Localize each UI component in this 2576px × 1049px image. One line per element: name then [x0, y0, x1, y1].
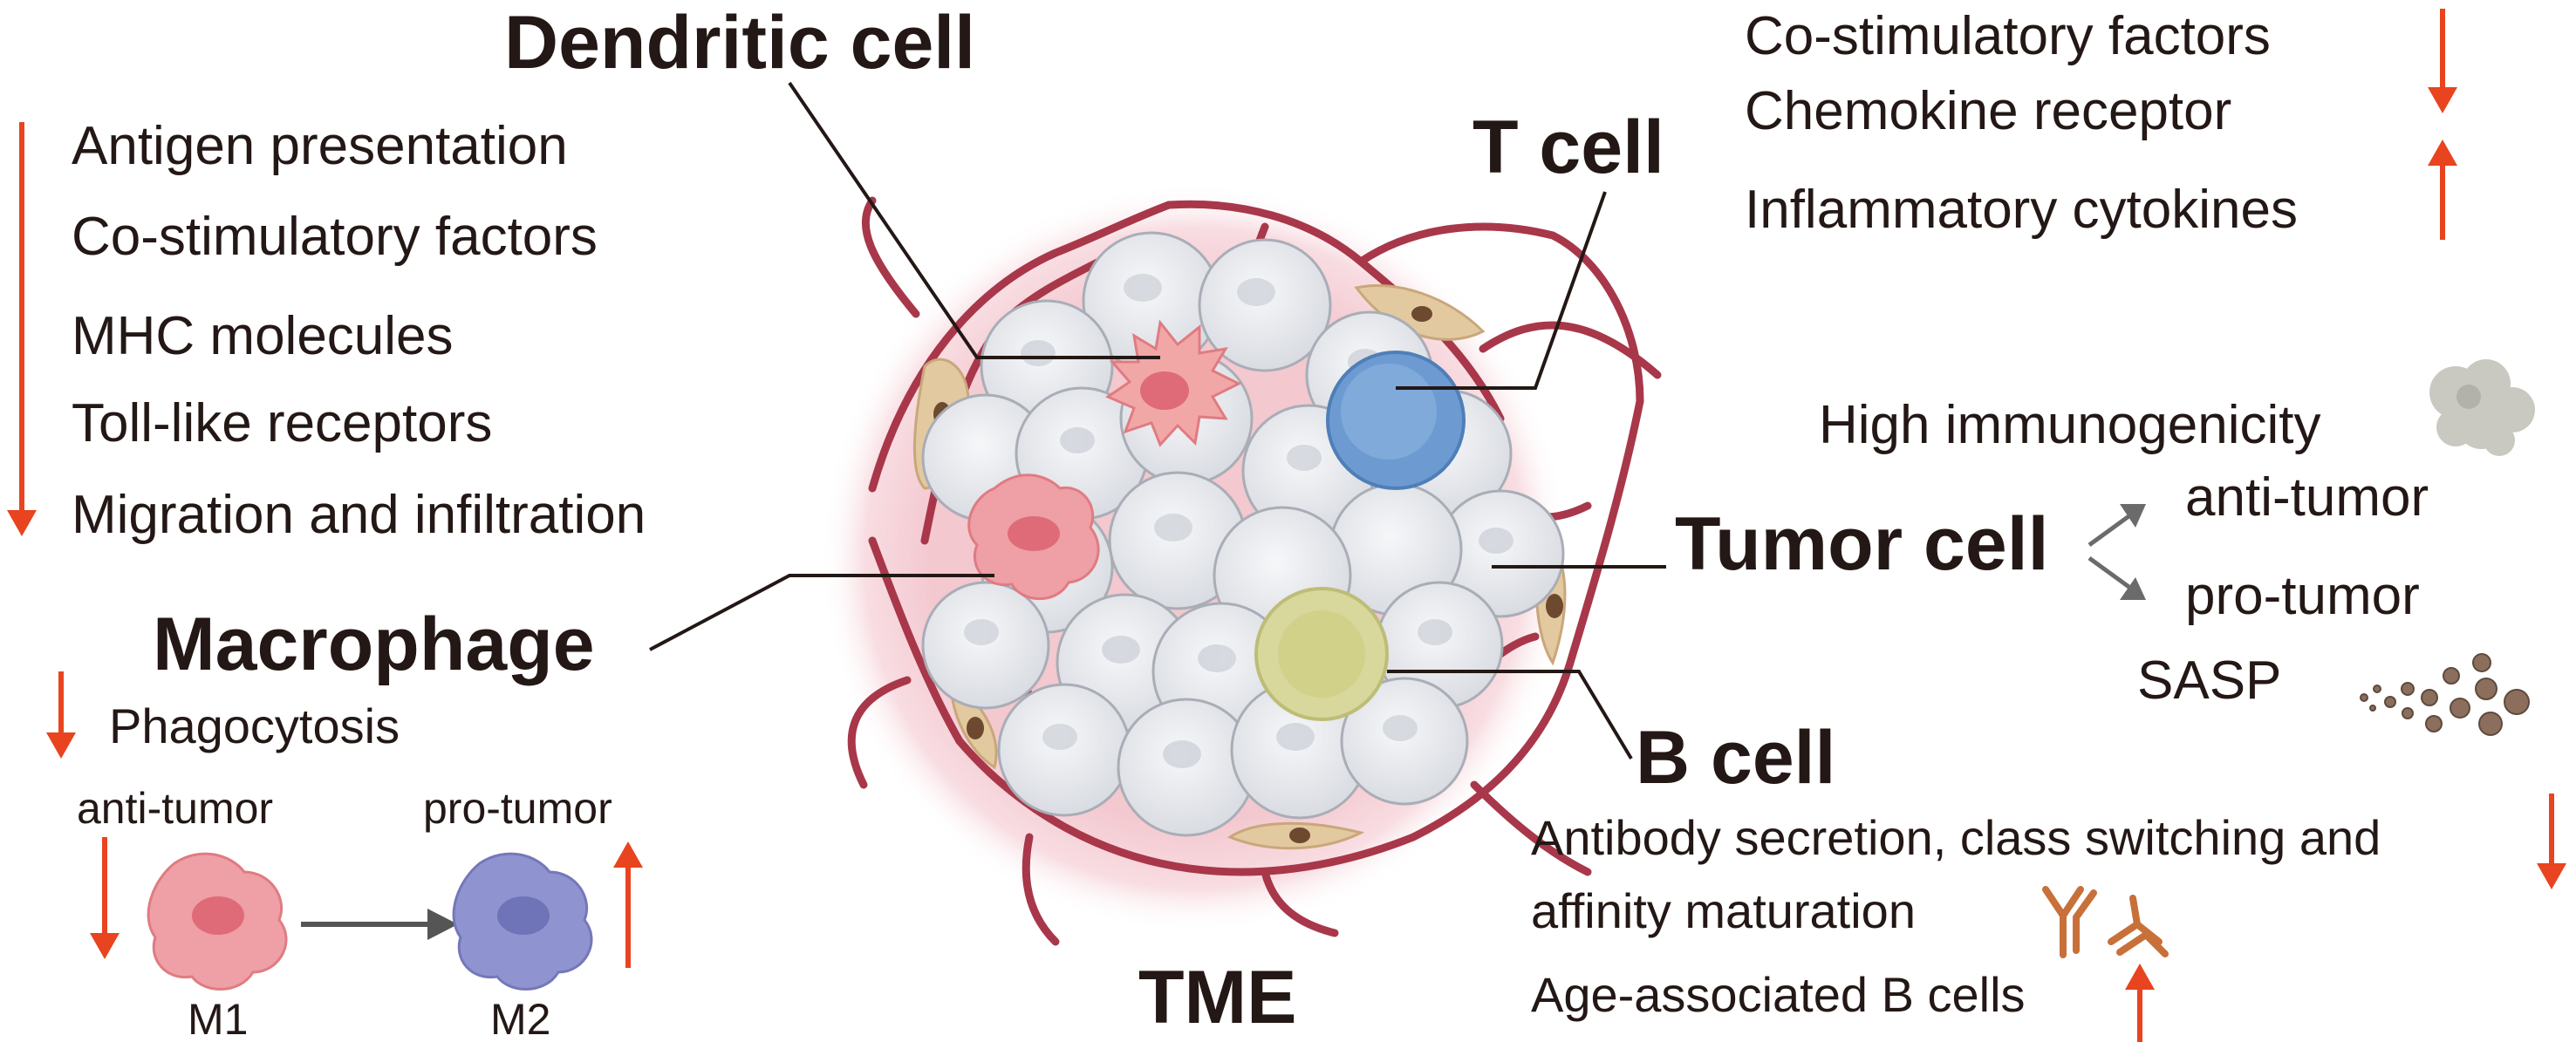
- m2-pro-label: pro-tumor: [423, 784, 612, 833]
- tcell-effect-item: Inflammatory cytokines: [1745, 180, 2298, 240]
- macrophage-title: Macrophage: [153, 603, 595, 686]
- macrophage-cell-icon: [967, 473, 1100, 601]
- m2-cell-icon: [452, 852, 593, 991]
- sasp-particles-icon: [2360, 653, 2530, 736]
- m2-label: M2: [490, 995, 551, 1044]
- tumor-cells: [921, 231, 1565, 837]
- dendritic-cell-title: Dendritic cell: [504, 1, 976, 85]
- tcell-effect-item: Chemokine receptor: [1745, 81, 2232, 141]
- high-immunogenicity-label: High immunogenicity: [1819, 395, 2321, 455]
- tumor-anti-label: anti-tumor: [2185, 467, 2429, 528]
- m1-to-m2-arrow: [301, 909, 458, 940]
- m1-anti-label: anti-tumor: [77, 784, 274, 833]
- m1-cell-icon: [147, 852, 288, 991]
- dc-effect-item: Antigen presentation: [72, 116, 568, 176]
- immunogenicity-cloud-icon: [2429, 359, 2535, 456]
- blood-vessels: [847, 196, 1662, 946]
- dc-effect-item: Toll-like receptors: [72, 393, 493, 453]
- dc-effect-item: MHC molecules: [72, 306, 454, 366]
- m1-label: M1: [188, 995, 249, 1044]
- tcell-effect-item: Co-stimulatory factors: [1745, 6, 2271, 66]
- t-cell-icon: [1326, 351, 1466, 490]
- dendritic-cell-icon: [1104, 319, 1242, 447]
- tumor-branch-arrows: [2087, 504, 2146, 600]
- sasp-label: SASP: [2137, 651, 2282, 711]
- red-arrows: [7, 9, 2566, 1042]
- phagocytosis-label: Phagocytosis: [109, 698, 400, 753]
- bcell-effect-line: Age-associated B cells: [1531, 967, 2026, 1022]
- tumor-cell-title: Tumor cell: [1675, 502, 2049, 586]
- tumor-pro-label: pro-tumor: [2185, 566, 2420, 626]
- dc-effect-item: Co-stimulatory factors: [72, 207, 598, 267]
- bcell-effect-line: Antibody secretion, class switching and: [1531, 810, 2381, 865]
- b-cell-title: B cell: [1636, 716, 1836, 800]
- dc-effect-item: Migration and infiltration: [72, 485, 646, 545]
- t-cell-title: T cell: [1472, 106, 1664, 189]
- bcell-effect-line: affinity maturation: [1531, 883, 1916, 938]
- antibody-icon: [2042, 886, 2169, 958]
- b-cell-icon: [1254, 587, 1389, 721]
- tme-title: TME: [1138, 956, 1297, 1039]
- leader-lines: [649, 81, 1666, 760]
